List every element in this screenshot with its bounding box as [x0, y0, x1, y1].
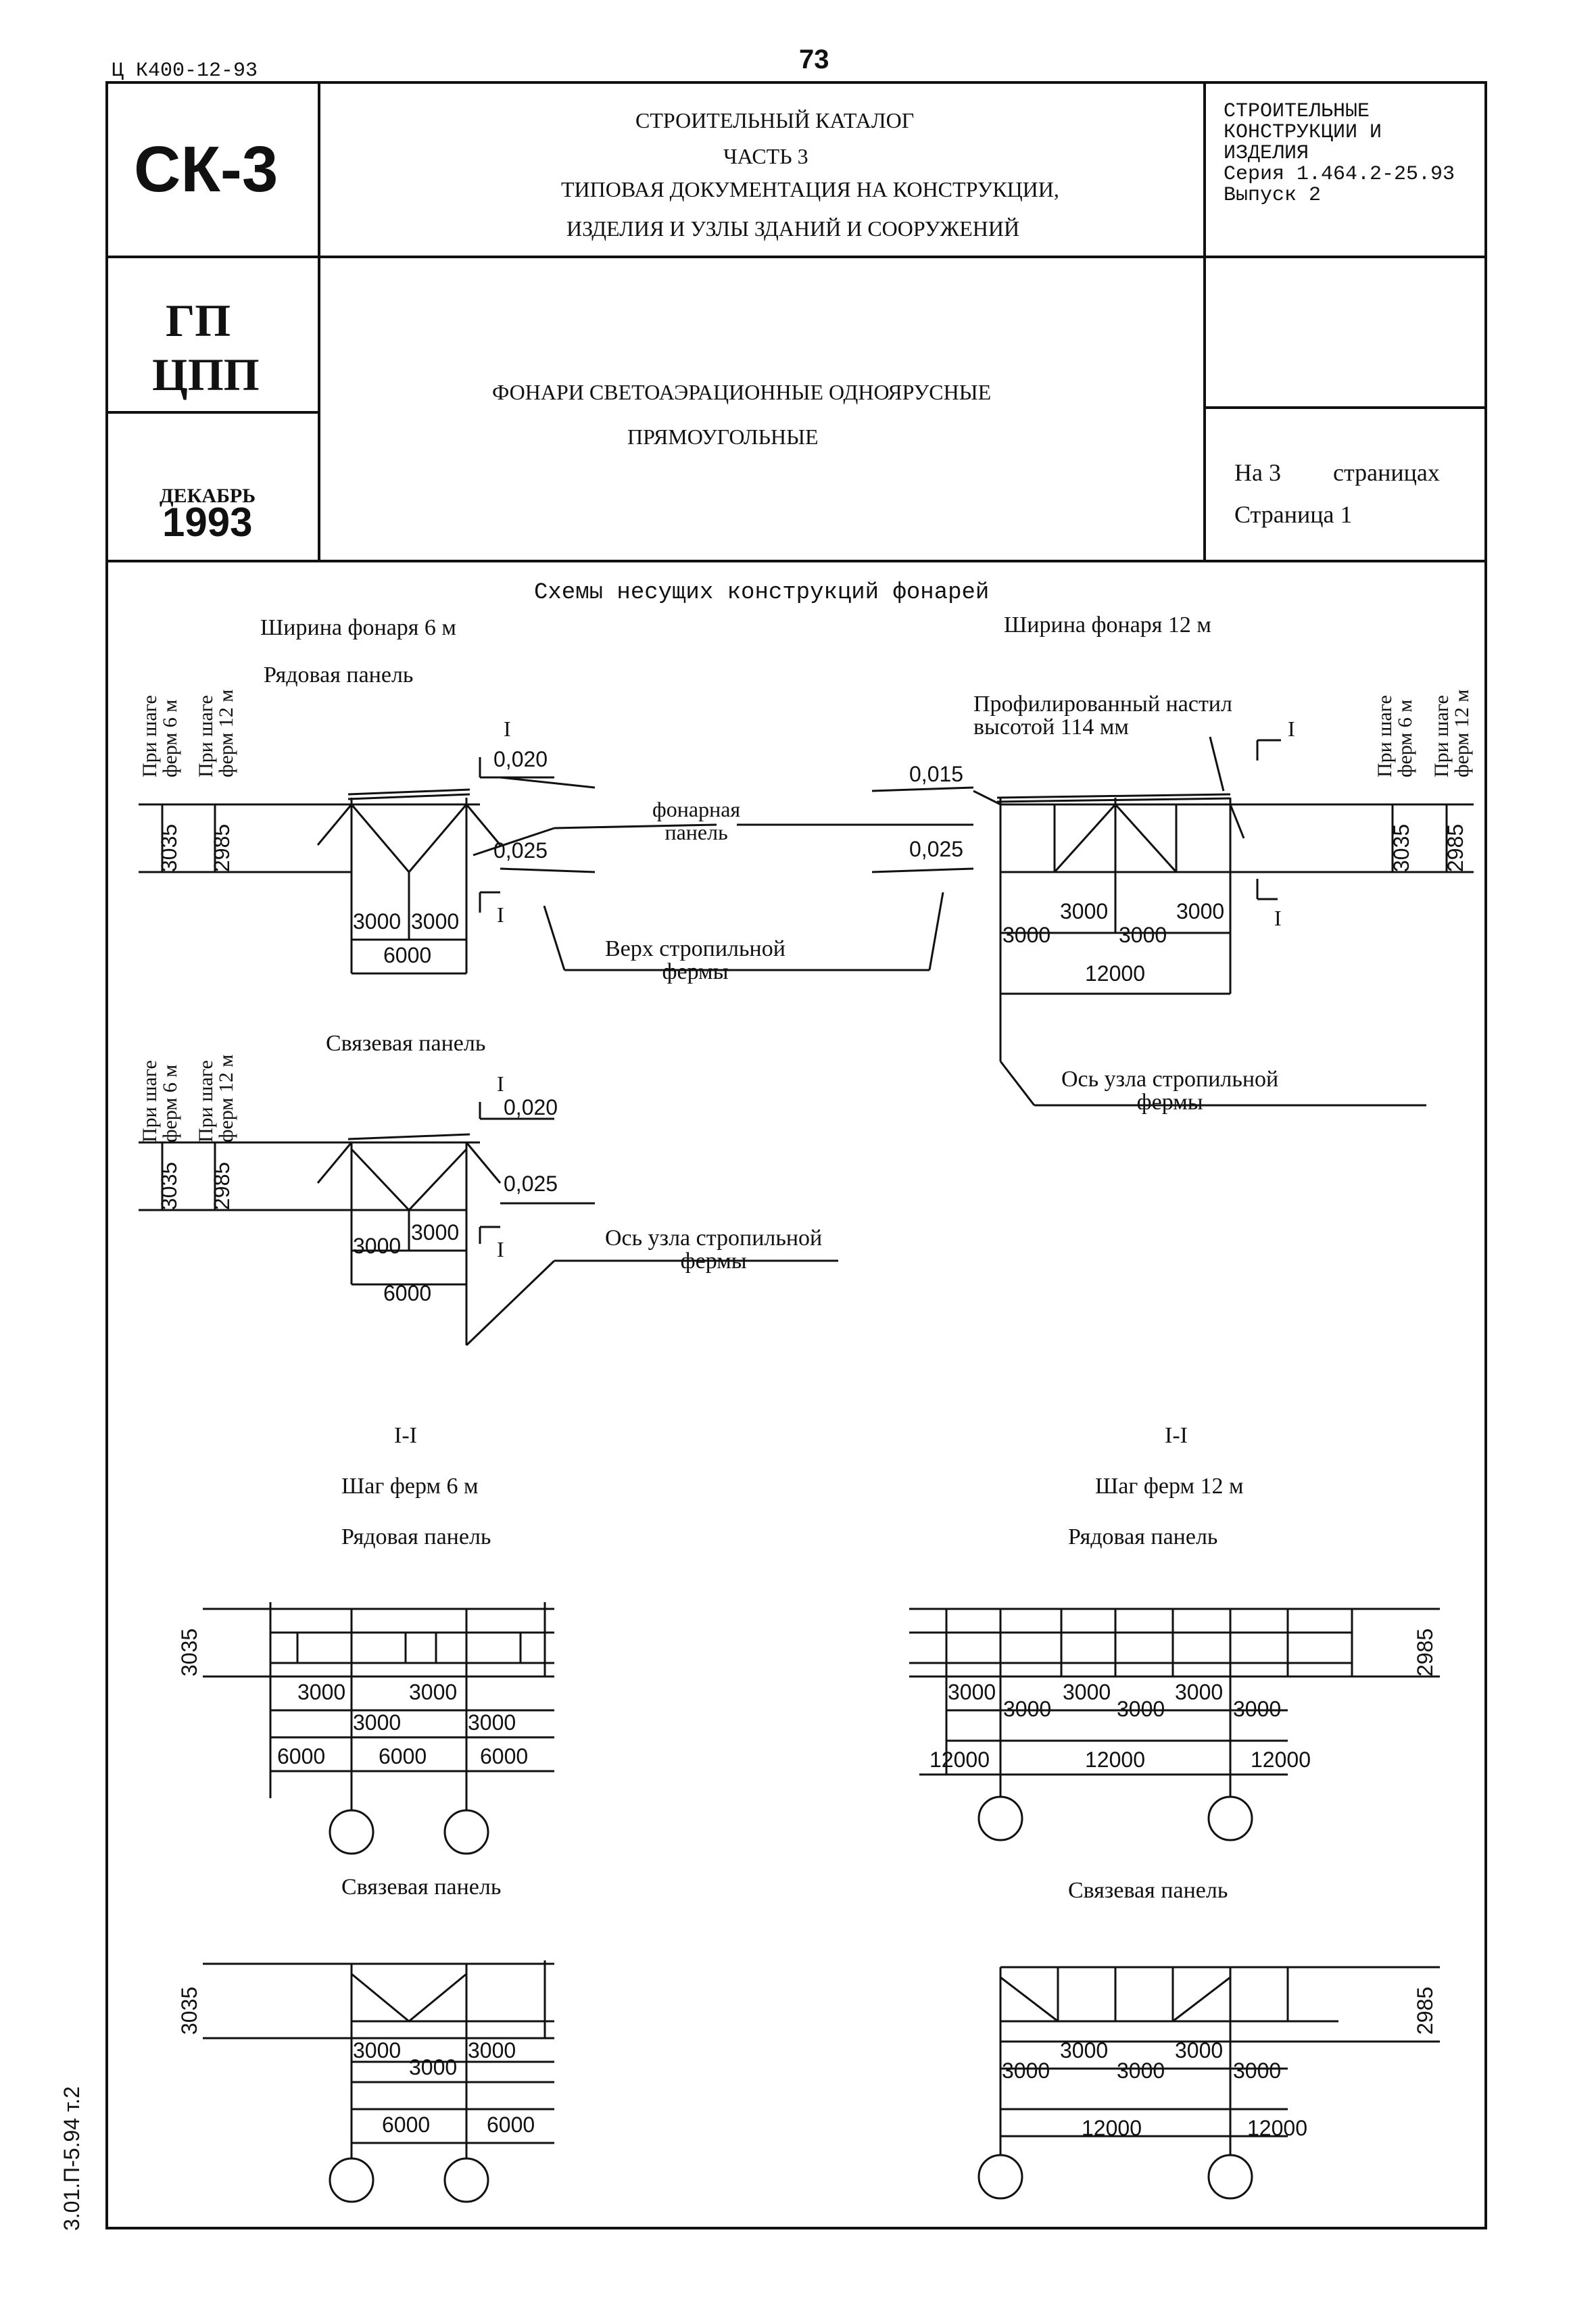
- dim-3000-r-c: 3000: [1119, 923, 1167, 947]
- section-mark-1: I: [504, 717, 511, 741]
- dim-3000-srl-e: 3000: [1233, 2058, 1282, 2083]
- section-title-left: I-I: [394, 1423, 417, 1448]
- row-panel-left: Рядовая панель: [341, 1524, 491, 1549]
- dim-12000-srr-b: 12000: [1085, 1747, 1145, 1772]
- section-mark-3: I: [497, 1071, 504, 1096]
- dim-3000-srr-d: 3000: [1117, 1697, 1165, 1721]
- truss-axis-label-left: Ось узла стропильной фермы: [605, 1226, 823, 1274]
- catalog-title-line2: ЧАСТЬ 3: [723, 144, 808, 168]
- dim-3000-slr-b: 3000: [353, 1710, 402, 1735]
- pages-count: На 3: [1234, 459, 1281, 486]
- dim-3000-srr-f: 3000: [1233, 1697, 1282, 1721]
- slope-025-lower: 0,025: [504, 1172, 558, 1196]
- dim-3000-srr-b: 3000: [1003, 1697, 1052, 1721]
- dim-6000-sll-a: 6000: [382, 2113, 431, 2137]
- dim-3000-srr-c: 3000: [1063, 1680, 1111, 1704]
- dim-3000-sll-c: 3000: [468, 2038, 516, 2062]
- page-number: 73: [799, 45, 829, 74]
- dim-6000-ul: 6000: [383, 943, 432, 967]
- link-panel-label: Связевая панель: [326, 1031, 486, 1056]
- dim-3035-upper-left: 3035: [157, 823, 181, 872]
- dim-3000-ul-a: 3000: [353, 909, 402, 934]
- dim-3000-slr-d: 3000: [468, 1710, 516, 1735]
- dim-3000-srr-a: 3000: [948, 1680, 996, 1704]
- dim-6000-ll: 6000: [383, 1281, 432, 1305]
- slope-025-right: 0,025: [909, 837, 964, 861]
- catalog-title-line1: СТРОИТЕЛЬНЫЙ КАТАЛОГ: [635, 108, 915, 132]
- dim-6000-sll-b: 6000: [487, 2113, 535, 2137]
- catalog-title-line3: ТИПОВАЯ ДОКУМЕНТАЦИЯ НА КОНСТРУКЦИИ,: [561, 177, 1059, 201]
- section-title-right: I-I: [1165, 1423, 1188, 1448]
- right-width-caption: Ширина фонаря 12 м: [1004, 612, 1211, 637]
- dim-6000-slr-a: 6000: [277, 1744, 326, 1768]
- month: ДЕКАБРЬ: [160, 485, 256, 507]
- pages-word: страницах: [1333, 459, 1440, 486]
- section-mark-6: I: [1274, 906, 1282, 930]
- slope-020-lower: 0,020: [504, 1095, 558, 1119]
- series-block: СТРОИТЕЛЬНЫЕ КОНСТРУКЦИИ И ИЗДЕЛИЯ Серия…: [1224, 100, 1455, 207]
- dim-3035-right: 3035: [1389, 823, 1413, 872]
- section-mark-2: I: [497, 902, 504, 927]
- link-panel-left: Связевая панель: [341, 1875, 502, 1900]
- dim-3000-ul-b: 3000: [411, 909, 460, 934]
- dim-3000-sll-a: 3000: [353, 2038, 402, 2062]
- dim-3000-ll-a: 3000: [353, 1234, 402, 1258]
- slope-015: 0,015: [909, 762, 964, 786]
- section-mark-4: I: [497, 1237, 504, 1261]
- dim-12000-r: 12000: [1085, 961, 1145, 986]
- dim-3000-r-d: 3000: [1176, 899, 1225, 923]
- section-mark-5: I: [1288, 717, 1295, 741]
- dim-3000-r-b: 3000: [1060, 899, 1109, 923]
- slope-020-upper: 0,020: [493, 747, 548, 771]
- dim-3000-srr-e: 3000: [1175, 1680, 1224, 1704]
- dim-12000-srr-a: 12000: [929, 1747, 990, 1772]
- document-title-line1: ФОНАРИ СВЕТОАЭРАЦИОННЫЕ ОДНОЯРУСНЫЕ: [492, 380, 992, 404]
- dim-12000-srl-a: 12000: [1082, 2116, 1142, 2140]
- dim-12000-srr-c: 12000: [1251, 1747, 1311, 1772]
- truss-step-6: Шаг ферм 6 м: [341, 1474, 479, 1499]
- left-width-caption: Ширина фонаря 6 м: [260, 615, 456, 640]
- document-code: Ц К400-12-93: [112, 59, 258, 82]
- dim-3000-sll-b: 3000: [409, 2055, 458, 2079]
- truss-step-12: Шаг ферм 12 м: [1095, 1474, 1244, 1499]
- document-title-line2: ПРЯМОУГОЛЬНЫЕ: [627, 425, 819, 449]
- dim-2985-sec-right-row: 2985: [1413, 1628, 1437, 1676]
- dim-3000-srl-d: 3000: [1175, 2038, 1224, 2062]
- current-page: Страница 1: [1234, 501, 1353, 528]
- dim-6000-slr-b: 6000: [379, 1744, 427, 1768]
- org-line1: ГП: [166, 295, 231, 346]
- dim-6000-slr-c: 6000: [480, 1744, 529, 1768]
- truss-axis-label-right: Ось узла стропильной фермы: [1061, 1067, 1279, 1115]
- row-panel-label: Рядовая панель: [264, 662, 414, 687]
- org-line2: ЦПП: [152, 349, 260, 400]
- dim-3000-slr-a: 3000: [297, 1680, 346, 1704]
- dim-3035-sec-left-link: 3035: [177, 1986, 201, 2035]
- dim-3000-slr-c: 3000: [409, 1680, 458, 1704]
- year: 1993: [162, 500, 253, 545]
- link-panel-right: Связевая панель: [1068, 1878, 1228, 1903]
- dim-3000-r-a: 3000: [1002, 923, 1051, 947]
- drawing-caption: Схемы несущих конструкций фонарей: [534, 580, 990, 606]
- catalog-title-line4: ИЗДЕЛИЯ И УЗЛЫ ЗДАНИЙ И СООРУЖЕНИЙ: [566, 216, 1020, 241]
- dim-3035-sec-left-row: 3035: [177, 1628, 201, 1676]
- slope-025-upper: 0,025: [493, 838, 548, 863]
- dim-3000-srl-a: 3000: [1002, 2058, 1050, 2083]
- series-badge: СК-3: [134, 133, 279, 206]
- dim-2985-right: 2985: [1443, 823, 1468, 872]
- dim-12000-srl-b: 12000: [1247, 2116, 1307, 2140]
- dim-2985-sec-right-link: 2985: [1413, 1986, 1437, 2035]
- row-panel-right: Рядовая панель: [1068, 1524, 1218, 1549]
- truss-top-label: Верх стропильной фермы: [605, 936, 785, 984]
- dim-2985-lower-left: 2985: [210, 1161, 234, 1210]
- dim-2985-upper-left: 2985: [210, 823, 234, 872]
- dim-3000-srl-b: 3000: [1060, 2038, 1109, 2062]
- dim-3000-srl-c: 3000: [1117, 2058, 1165, 2083]
- dim-3000-ll-b: 3000: [411, 1220, 460, 1245]
- profiled-deck-label: Профилированный настил высотой 114 мм: [973, 692, 1232, 740]
- dim-3035-lower-left: 3035: [157, 1161, 181, 1210]
